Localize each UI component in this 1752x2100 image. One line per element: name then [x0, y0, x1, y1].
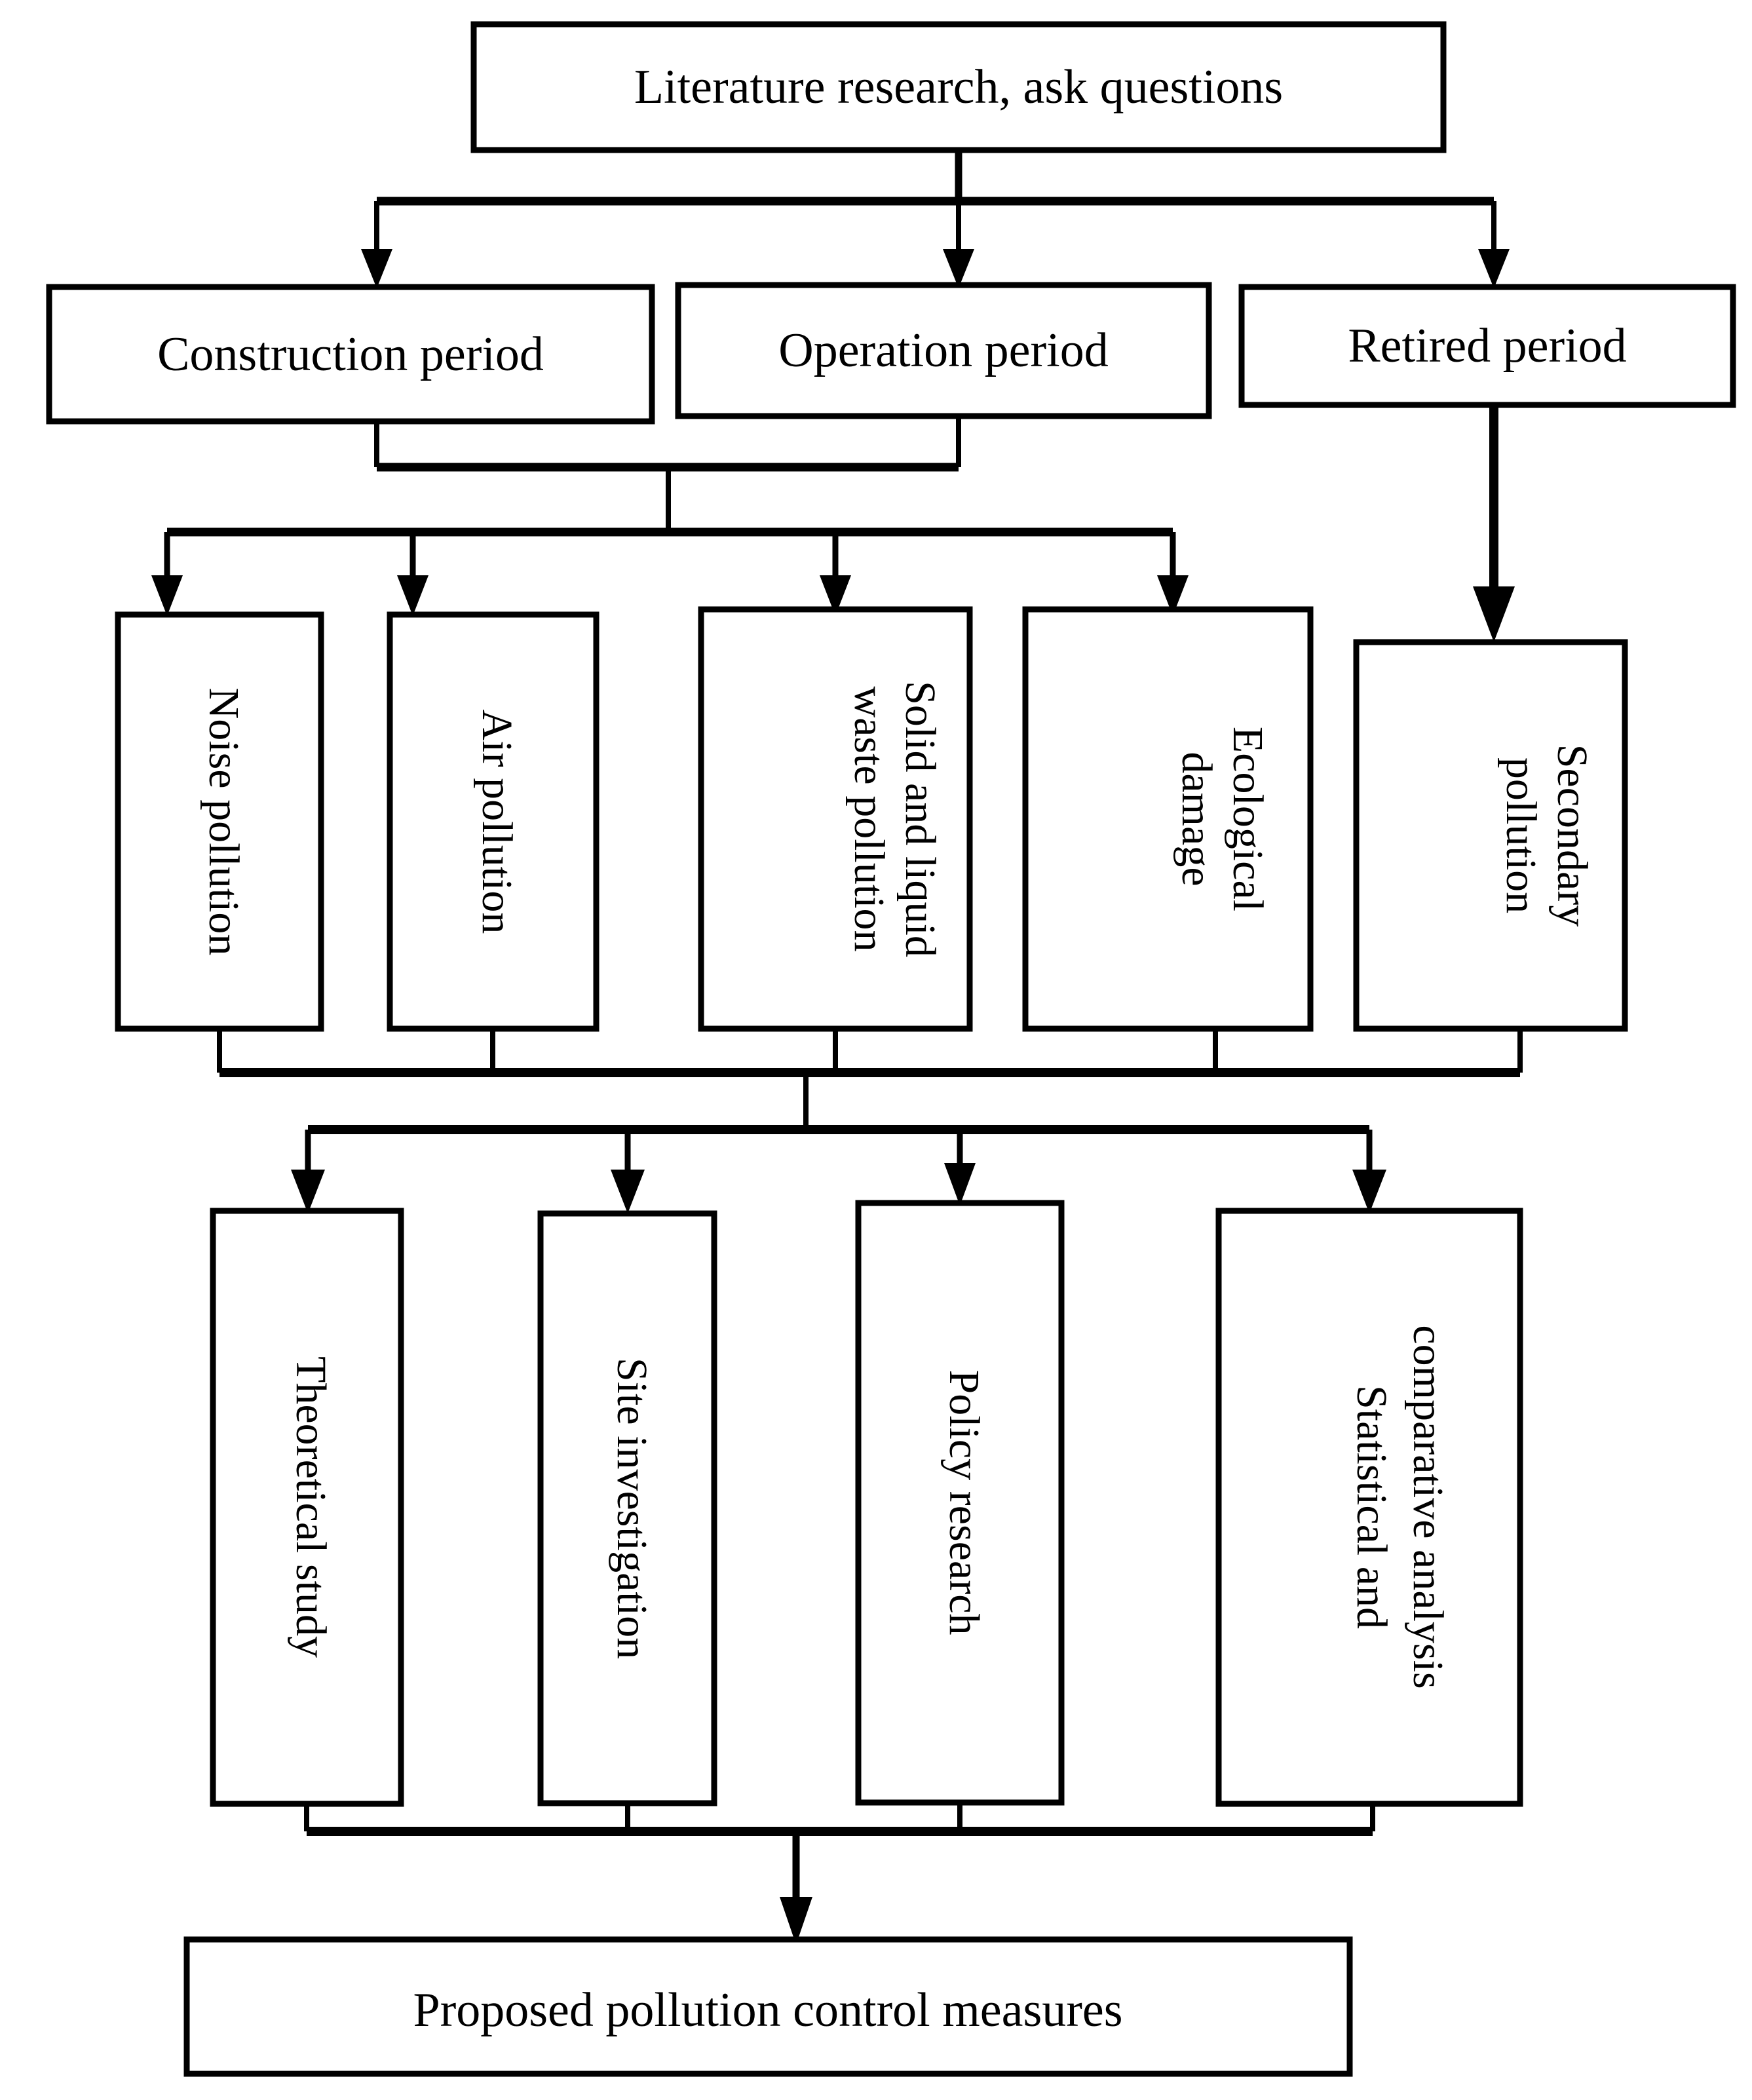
arrowhead-to-policy-research [944, 1163, 976, 1206]
node-statistical-comparative-analysis-label-line1: comparative analysis [1404, 1325, 1452, 1689]
node-site-investigation[interactable] [537, 1210, 717, 1806]
arrowhead-to-statistical-analysis [1352, 1170, 1386, 1213]
node-noise-pollution[interactable] [115, 611, 324, 1032]
node-noise-pollution-label: Noise pollution [200, 688, 248, 956]
node-operation-period-label: Operation period [778, 324, 1108, 377]
node-operation-period[interactable] [675, 282, 1212, 419]
arrowhead-to-air-pollution [397, 575, 428, 616]
node-ecological-damage[interactable] [1022, 606, 1314, 1032]
node-secondary-pollution-label-line1: Secondary [1548, 744, 1596, 927]
node-solid-liquid-waste-pollution[interactable] [698, 606, 973, 1032]
arrowhead-to-solid-liquid-waste [820, 575, 851, 616]
node-policy-research[interactable] [855, 1200, 1065, 1806]
node-secondary-pollution-label-line2: pollution [1497, 757, 1545, 913]
node-construction-period[interactable] [46, 284, 655, 425]
node-site-investigation-label: Site investigation [608, 1358, 656, 1659]
arrowhead-to-retired [1478, 249, 1510, 288]
node-theoretical-study[interactable] [210, 1208, 404, 1807]
arrowhead-to-theoretical-study [291, 1170, 325, 1213]
node-solid-liquid-waste-pollution-label-line2: waste pollution [845, 686, 893, 951]
node-theoretical-study-label: Theoretical study [287, 1356, 335, 1658]
node-literature-research[interactable] [470, 21, 1447, 153]
arrowhead-to-ecological-damage [1157, 575, 1189, 616]
node-statistical-comparative-analysis-label-line2: Statistical and [1348, 1385, 1396, 1629]
arrowhead-to-operation [943, 249, 974, 288]
arrowhead-to-secondary-pollution [1473, 586, 1515, 642]
arrowhead-to-proposed-measures [780, 1897, 812, 1945]
arrowhead-to-site-investigation [611, 1170, 645, 1213]
node-proposed-pollution-control-measures-label: Proposed pollution control measures [413, 1983, 1122, 2037]
node-literature-research-label: Literature research, ask questions [634, 60, 1283, 114]
arrowhead-to-construction [361, 249, 392, 288]
node-retired-period[interactable] [1238, 284, 1736, 408]
node-retired-period-label: Retired period [1348, 319, 1626, 373]
node-ecological-damage-label-line1: Ecological [1224, 727, 1272, 911]
node-policy-research-label: Policy research [940, 1370, 988, 1635]
node-statistical-comparative-analysis[interactable] [1215, 1208, 1523, 1807]
node-air-pollution[interactable] [387, 611, 600, 1032]
node-construction-period-label: Construction period [157, 328, 544, 381]
node-air-pollution-label: Air pollution [473, 710, 521, 934]
arrowhead-to-noise-pollution [151, 575, 183, 616]
node-secondary-pollution[interactable] [1353, 639, 1628, 1032]
node-ecological-damage-label-line2: damage [1173, 752, 1221, 886]
node-solid-liquid-waste-pollution-label-line1: Solid and liquid [896, 681, 944, 957]
node-proposed-pollution-control-measures[interactable] [183, 1936, 1353, 2077]
